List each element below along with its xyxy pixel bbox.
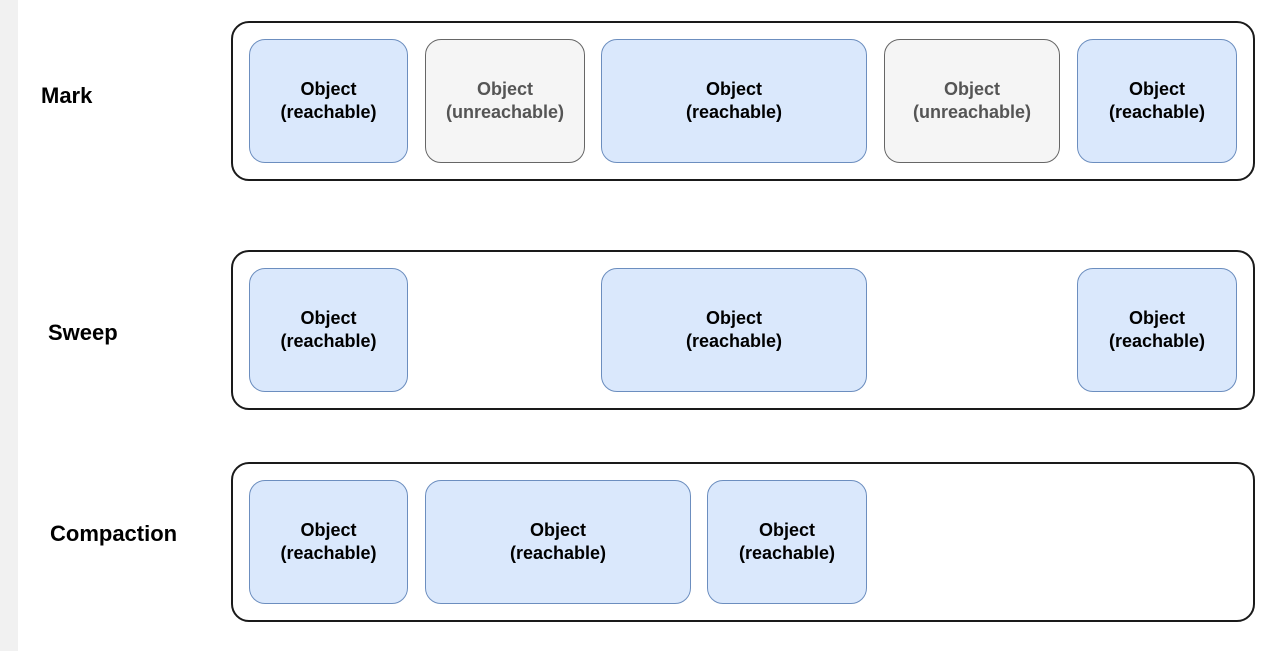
object-state: (reachable): [738, 543, 836, 563]
object-title: Object: [300, 520, 357, 540]
phase-label-sweep: Sweep: [48, 320, 118, 345]
object-title: Object: [705, 308, 762, 328]
object-block: Object (reachable): [249, 39, 408, 163]
object-title: Object: [943, 79, 1000, 99]
object-block: Object (unreachable): [884, 39, 1060, 163]
object-title: Object: [300, 308, 357, 328]
object-state: (unreachable): [445, 102, 565, 122]
phase-label-mark: Mark: [41, 83, 93, 108]
object-title: Object: [476, 79, 533, 99]
object-title: Object: [705, 79, 762, 99]
object-state: (reachable): [685, 102, 783, 122]
object-block: Object (reachable): [249, 268, 408, 392]
object-state: (unreachable): [912, 102, 1032, 122]
object-block: Object (reachable): [601, 268, 867, 392]
object-state: (reachable): [280, 543, 377, 563]
object-state: (reachable): [1108, 102, 1206, 122]
left-margin-strip: [0, 0, 18, 651]
object-state: (reachable): [280, 102, 377, 122]
object-state: (reachable): [280, 331, 377, 351]
object-state: (reachable): [509, 543, 607, 563]
object-block: Object (reachable): [707, 480, 867, 604]
object-block: Object (reachable): [249, 480, 408, 604]
phase-label-compaction: Compaction: [50, 521, 178, 546]
object-title: Object: [529, 520, 586, 540]
object-title: Object: [1128, 308, 1185, 328]
object-state: (reachable): [685, 331, 783, 351]
object-title: Object: [1128, 79, 1185, 99]
object-block: Object (reachable): [1077, 268, 1237, 392]
object-title: Object: [300, 79, 357, 99]
object-block: Object (reachable): [425, 480, 691, 604]
object-block: Object (reachable): [1077, 39, 1237, 163]
object-state: (reachable): [1108, 331, 1206, 351]
object-block: Object (unreachable): [425, 39, 585, 163]
object-block: Object (reachable): [601, 39, 867, 163]
object-title: Object: [758, 520, 815, 540]
